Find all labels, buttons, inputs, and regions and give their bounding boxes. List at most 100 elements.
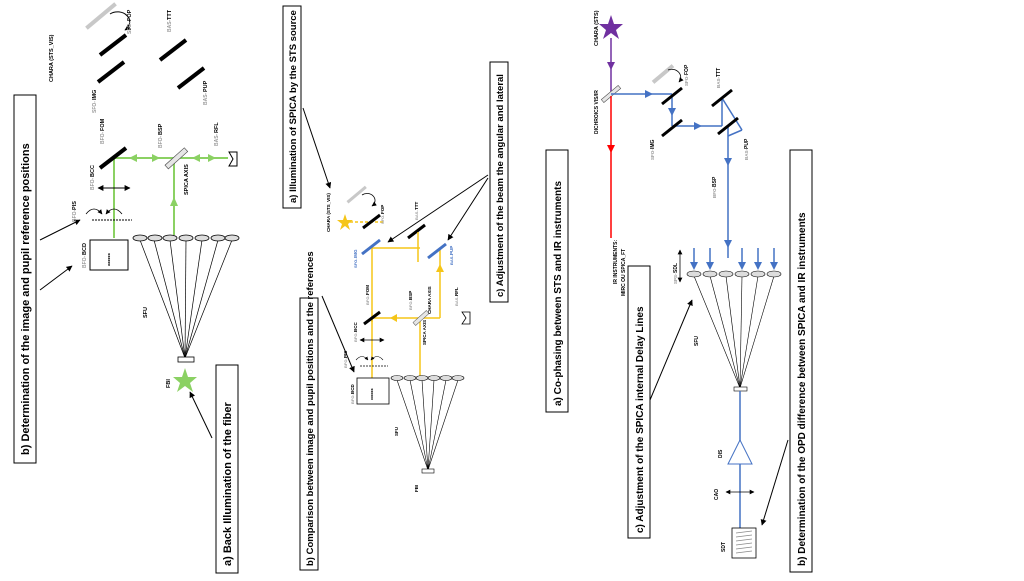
left-beamsplitter-bsp: [164, 147, 189, 170]
left-label-spica-axis: SPICA AXIS: [184, 164, 190, 195]
left-pointer-fbi: [189, 391, 213, 439]
middle-bcd-stars: ******: [371, 388, 377, 400]
left-label-ttt-prefix: BAS-: [167, 19, 173, 32]
right-label-fop-prefix: SFO-: [684, 75, 689, 86]
left-label-rfl-prefix: BAS-: [214, 133, 220, 146]
left-label-fop-prefix: SFO-: [127, 22, 133, 34]
middle-pis-rotation-1: [355, 356, 369, 361]
right-title-b-box: b) Determination of the OPD difference b…: [789, 149, 813, 573]
middle-fop-rotation-arrow: [361, 193, 377, 207]
left-green-arrow-2: [152, 154, 160, 162]
right-fop-rotation-arrow: [667, 68, 684, 83]
right-label-sdl: SDL: [673, 263, 679, 273]
left-fbi-star-icon: [173, 368, 197, 392]
middle-label-bsp: BSP: [408, 291, 413, 300]
middle-label-pis: PIS: [343, 351, 348, 358]
left-fop-glass: [85, 2, 117, 30]
left-pis-rotation-2: [105, 208, 123, 215]
left-label-rfl: RFL: [214, 122, 220, 133]
middle-label-fop-prefix: SFO-: [380, 214, 385, 224]
right-mirror-img: [661, 118, 683, 138]
right-label-img: IMG: [650, 139, 656, 149]
right-fop-glass: [651, 64, 675, 84]
middle-label-img-prefix: SFO-: [353, 258, 358, 268]
middle-title-a: a) Illumination of SPICA by the STS sour…: [288, 10, 299, 203]
middle-retroreflector-rfl: [461, 311, 471, 325]
middle-label-chara: CHARA (STS_VIS): [326, 193, 331, 232]
right-label-ir-line1: IR INSTRUMENTS:: [613, 240, 619, 285]
right-label-pup: PUP: [744, 138, 750, 149]
left-sfu-connector: [177, 356, 195, 363]
middle-yellow-arrow-1: [390, 314, 397, 322]
right-prism-dis: [727, 438, 753, 465]
right-purple-arrow: [607, 62, 615, 70]
right-blue-beam-5: [721, 97, 743, 131]
middle-label-fbi: FBI: [414, 485, 419, 492]
left-retroreflector-rfl: [228, 151, 238, 167]
right-pointer-sdl: [649, 299, 693, 401]
middle-label-fom-prefix: BFO-: [365, 295, 370, 305]
right-mirror-pup: [717, 116, 739, 136]
right-label-ttt: TTT: [716, 68, 722, 77]
left-mirror-fop: [98, 33, 128, 57]
middle-beamsplitter-bsp: [412, 310, 430, 326]
left-label-img-prefix: SFO-: [92, 101, 98, 113]
left-label-fom-prefix: BFO-: [100, 131, 106, 144]
middle-label-pup: PUP: [449, 246, 454, 255]
left-fop-rotation-arrow: [109, 11, 132, 31]
right-blue-arrow-5: [724, 240, 732, 248]
left-label-bcd-prefix: BFO-: [82, 255, 88, 268]
left-pointer-pis: [39, 219, 81, 241]
left-title-b-box: b) Determination of the image and pupil …: [13, 94, 37, 464]
left-sfu-lenses: [132, 234, 240, 242]
right-mirror-ttt: [711, 88, 733, 108]
left-title-a-box: a) Back Illumination of the fiber: [215, 364, 239, 574]
middle-mirror-fom: [363, 310, 381, 326]
left-panel: b) Determination of the image and pupil …: [13, 2, 240, 574]
middle-title-b: b) Comparison between image and pupil po…: [305, 251, 316, 566]
middle-mirror-fop: [362, 213, 381, 230]
middle-label-bcc-prefix: BFO-: [353, 332, 358, 342]
left-pointer-bcd: [39, 265, 73, 291]
left-label-fop: FOP: [127, 9, 133, 21]
right-label-sfu: SFU: [694, 336, 700, 346]
middle-pointer-bcd: [321, 295, 355, 373]
middle-label-bsp-prefix: BFO-: [408, 300, 413, 310]
middle-pointer-pup: [447, 177, 489, 241]
left-label-bcc-prefix: BFO-: [90, 177, 96, 190]
right-sfu-fan: [693, 275, 775, 389]
middle-label-spica-axis: SPICA AXIS: [422, 320, 427, 345]
middle-sfu-lenses: [390, 375, 465, 381]
left-green-arrow-3: [192, 154, 200, 162]
left-green-arrow-4: [208, 154, 216, 162]
middle-label-rfl-prefix: BAS-: [454, 296, 459, 306]
right-detector-sdt: [731, 527, 757, 559]
left-label-fom: FOM: [100, 118, 106, 131]
right-sdl-blue-arrows: [690, 248, 778, 270]
right-label-bsp: BSP: [712, 176, 718, 187]
left-label-fbi: FBI: [166, 379, 172, 388]
left-mirror-img: [96, 60, 126, 84]
middle-pointer-img: [387, 174, 489, 243]
middle-label-bcc: BCC: [353, 322, 358, 332]
right-title-a: a) Co-phasing between STS and IR instrum…: [553, 181, 564, 406]
right-chara-star-icon: [599, 15, 623, 39]
right-title-c-box: c) Adjustment of the SPICA internal Dela…: [627, 265, 651, 539]
left-label-sfu: SFU: [143, 307, 149, 318]
right-label-dis: DIS: [718, 449, 724, 458]
middle-label-fom: FOM: [365, 285, 370, 295]
right-label-ttt-prefix: BAS-: [716, 76, 721, 88]
left-label-bsp: BSP: [158, 123, 164, 135]
left-label-bsp-prefix: BFO-: [158, 135, 164, 148]
middle-title-b-box: b) Comparison between image and pupil po…: [299, 251, 319, 571]
right-panel: a) Co-phasing between STS and IR instrum…: [545, 10, 813, 573]
right-blue-beam-6: [727, 129, 743, 137]
middle-yellow-arrow-2: [436, 264, 444, 272]
left-label-pup-prefix: BAS-: [203, 92, 209, 105]
left-mirror-fom: [98, 146, 128, 170]
middle-bcd-box: [356, 377, 390, 405]
middle-label-ttt: TTT: [414, 202, 419, 210]
middle-label-pup-prefix: BAS-: [449, 255, 454, 265]
right-label-ir-line2: MIRC OU SPICA_FT: [621, 249, 627, 296]
